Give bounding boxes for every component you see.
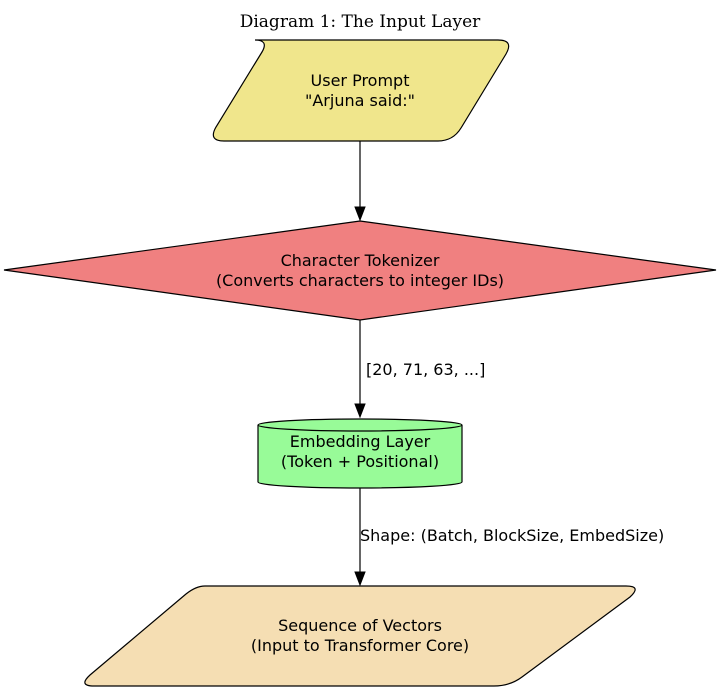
vectors-shape: [84, 585, 636, 687]
embedding-node: Embedding Layer (Token + Positional): [257, 418, 463, 489]
user-prompt-value: "Arjuna said:": [305, 91, 415, 110]
user-prompt-node: User Prompt "Arjuna said:": [212, 39, 510, 142]
tokenizer-node: Character Tokenizer (Converts characters…: [3, 220, 717, 321]
edge-prompt-to-tokenizer: [354, 141, 366, 222]
arrowhead: [354, 571, 366, 587]
edge-tokenizer-to-embedding: [20, 71, 63, ...]: [354, 320, 485, 419]
tokenizer-label: Character Tokenizer: [281, 251, 440, 270]
edge-label-shape: Shape: (Batch, BlockSize, EmbedSize): [360, 526, 664, 545]
edge-embedding-to-vectors: Shape: (Batch, BlockSize, EmbedSize): [354, 488, 664, 587]
vectors-description: (Input to Transformer Core): [251, 636, 469, 655]
vectors-node: Sequence of Vectors (Input to Transforme…: [84, 585, 636, 687]
tokenizer-description: (Converts characters to integer IDs): [216, 271, 504, 290]
embedding-label: Embedding Layer: [290, 432, 431, 451]
arrowhead: [354, 206, 366, 222]
diagram-title: Diagram 1: The Input Layer: [240, 12, 481, 32]
embedding-description: (Token + Positional): [281, 452, 439, 471]
embedding-shape: [257, 418, 463, 489]
user-prompt-shape: [212, 39, 510, 142]
edge-label-token-ids: [20, 71, 63, ...]: [366, 360, 485, 379]
user-prompt-label: User Prompt: [311, 71, 410, 90]
vectors-label: Sequence of Vectors: [278, 616, 442, 635]
arrowhead: [354, 403, 366, 419]
